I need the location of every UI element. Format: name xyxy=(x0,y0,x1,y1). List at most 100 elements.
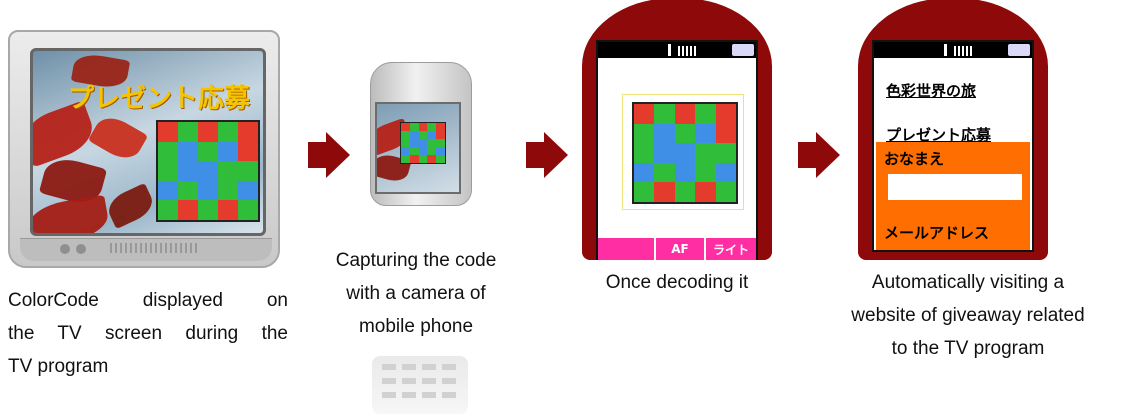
name-field[interactable] xyxy=(888,174,1022,200)
softkey-bar: AF ライト xyxy=(598,238,756,260)
colorcode-cell xyxy=(158,122,178,142)
colorcode-cell xyxy=(418,147,428,155)
colorcode-cell xyxy=(427,147,437,155)
web-caption: Automatically visiting a website of give… xyxy=(818,266,1118,365)
caption-line: Capturing the code xyxy=(335,250,497,271)
colorcode-cell xyxy=(654,162,675,183)
colorcode-cell xyxy=(418,139,428,147)
colorcode-cell xyxy=(674,182,696,202)
link-travel-title[interactable]: 色彩世界の旅 xyxy=(886,82,977,100)
colorcode-cell xyxy=(634,182,655,202)
colorcode-cell xyxy=(218,161,238,181)
colorcode-cell xyxy=(238,122,258,142)
signal-icon xyxy=(954,46,972,56)
colorcode-cell xyxy=(178,122,198,142)
caption-line: to the TV program xyxy=(891,338,1045,359)
flow-arrow-icon xyxy=(798,132,842,178)
colorcode-cell xyxy=(427,139,437,147)
name-label: おなまえ xyxy=(884,150,945,168)
colorcode-cell xyxy=(218,180,238,201)
colorcode-cell xyxy=(695,123,716,144)
caption-line: Automatically visiting a xyxy=(871,272,1065,293)
colorcode-cell xyxy=(401,139,410,147)
colorcode-cell xyxy=(198,180,218,201)
colorcode-cell xyxy=(409,147,419,155)
softkey-af[interactable]: AF xyxy=(656,238,706,260)
flow-arrow-icon xyxy=(308,132,352,178)
status-bar xyxy=(874,42,1032,58)
web-phone-screen: 色彩世界の旅 プレゼント応募 おなまえ メールアドレス xyxy=(872,40,1034,252)
colorcode-cell xyxy=(238,180,258,201)
colorcode-cell xyxy=(436,147,445,155)
colorcode-cell xyxy=(158,141,178,162)
colorcode-cell xyxy=(401,147,410,155)
phone-keypad xyxy=(372,356,468,414)
colorcode-cell xyxy=(674,104,696,124)
colorcode-cell xyxy=(178,161,198,181)
colorcode-cell xyxy=(218,200,238,220)
antenna-icon xyxy=(944,44,947,56)
caption-line: website of giveaway related xyxy=(851,305,1085,326)
antenna-icon xyxy=(668,44,671,56)
colorcode-cell xyxy=(409,123,419,131)
colorcode-cell xyxy=(401,131,410,139)
colorcode-cell xyxy=(238,161,258,181)
tv-screen: プレゼント応募 xyxy=(30,48,266,236)
softkey-light[interactable]: ライト xyxy=(706,238,756,260)
colorcode-cell xyxy=(695,104,716,124)
colorcode-cell xyxy=(436,155,445,163)
caption-line: with a camera of xyxy=(346,283,486,304)
colorcode-cell xyxy=(634,162,655,183)
colorcode-cell xyxy=(409,139,419,147)
colorcode-cell xyxy=(695,162,716,183)
colorcode-cell xyxy=(654,123,675,144)
camera-caption: Capturing the code with a camera of mobi… xyxy=(300,244,532,343)
colorcode-cell xyxy=(654,104,675,124)
camera-colorcode xyxy=(400,122,446,164)
colorcode-cell xyxy=(409,131,419,139)
colorcode-cell xyxy=(158,200,178,220)
scan-frame xyxy=(622,94,744,210)
tv-overlay-text: プレゼント応募 xyxy=(68,84,251,114)
caption-line: mobile phone xyxy=(358,316,474,337)
colorcode-cell xyxy=(198,200,218,220)
signal-icon xyxy=(678,46,696,56)
colorcode-cell xyxy=(198,161,218,181)
colorcode-cell xyxy=(178,141,198,162)
colorcode-cell xyxy=(178,180,198,201)
colorcode-cell xyxy=(436,131,445,139)
colorcode-cell xyxy=(634,104,655,124)
colorcode-cell xyxy=(238,200,258,220)
status-bar xyxy=(598,42,756,58)
colorcode-cell xyxy=(218,122,238,142)
decode-caption: Once decoding it xyxy=(605,272,749,293)
tv-knob xyxy=(76,244,86,254)
caption-line: the TV screen during the xyxy=(8,323,288,344)
tv-speaker-grille xyxy=(110,243,200,253)
colorcode-cell xyxy=(634,143,655,163)
email-label: メールアドレス xyxy=(884,224,990,242)
colorcode-cell xyxy=(715,123,736,144)
colorcode-cell xyxy=(198,122,218,142)
colorcode-cell xyxy=(695,143,716,163)
link-giveaway[interactable]: プレゼント応募 xyxy=(886,126,992,144)
caption-line: TV program xyxy=(8,356,109,377)
colorcode-cell xyxy=(158,180,178,201)
battery-icon xyxy=(1008,44,1030,56)
colorcode-cell xyxy=(715,182,736,202)
colorcode-cell xyxy=(427,155,437,163)
tv-colorcode xyxy=(156,120,260,222)
caption-line: ColorCode displayed on xyxy=(8,290,288,311)
colorcode-cell xyxy=(418,131,428,139)
colorcode-cell xyxy=(218,141,238,162)
colorcode-cell xyxy=(436,139,445,147)
tv-knob xyxy=(60,244,70,254)
colorcode-cell xyxy=(654,143,675,163)
softkey-left[interactable] xyxy=(598,238,656,260)
tv-caption: ColorCode displayed on the TV screen dur… xyxy=(8,284,288,383)
colorcode-cell xyxy=(715,143,736,163)
colorcode-cell xyxy=(427,131,437,139)
colorcode-cell xyxy=(634,123,655,144)
colorcode-cell xyxy=(418,155,428,163)
colorcode-cell xyxy=(238,141,258,162)
